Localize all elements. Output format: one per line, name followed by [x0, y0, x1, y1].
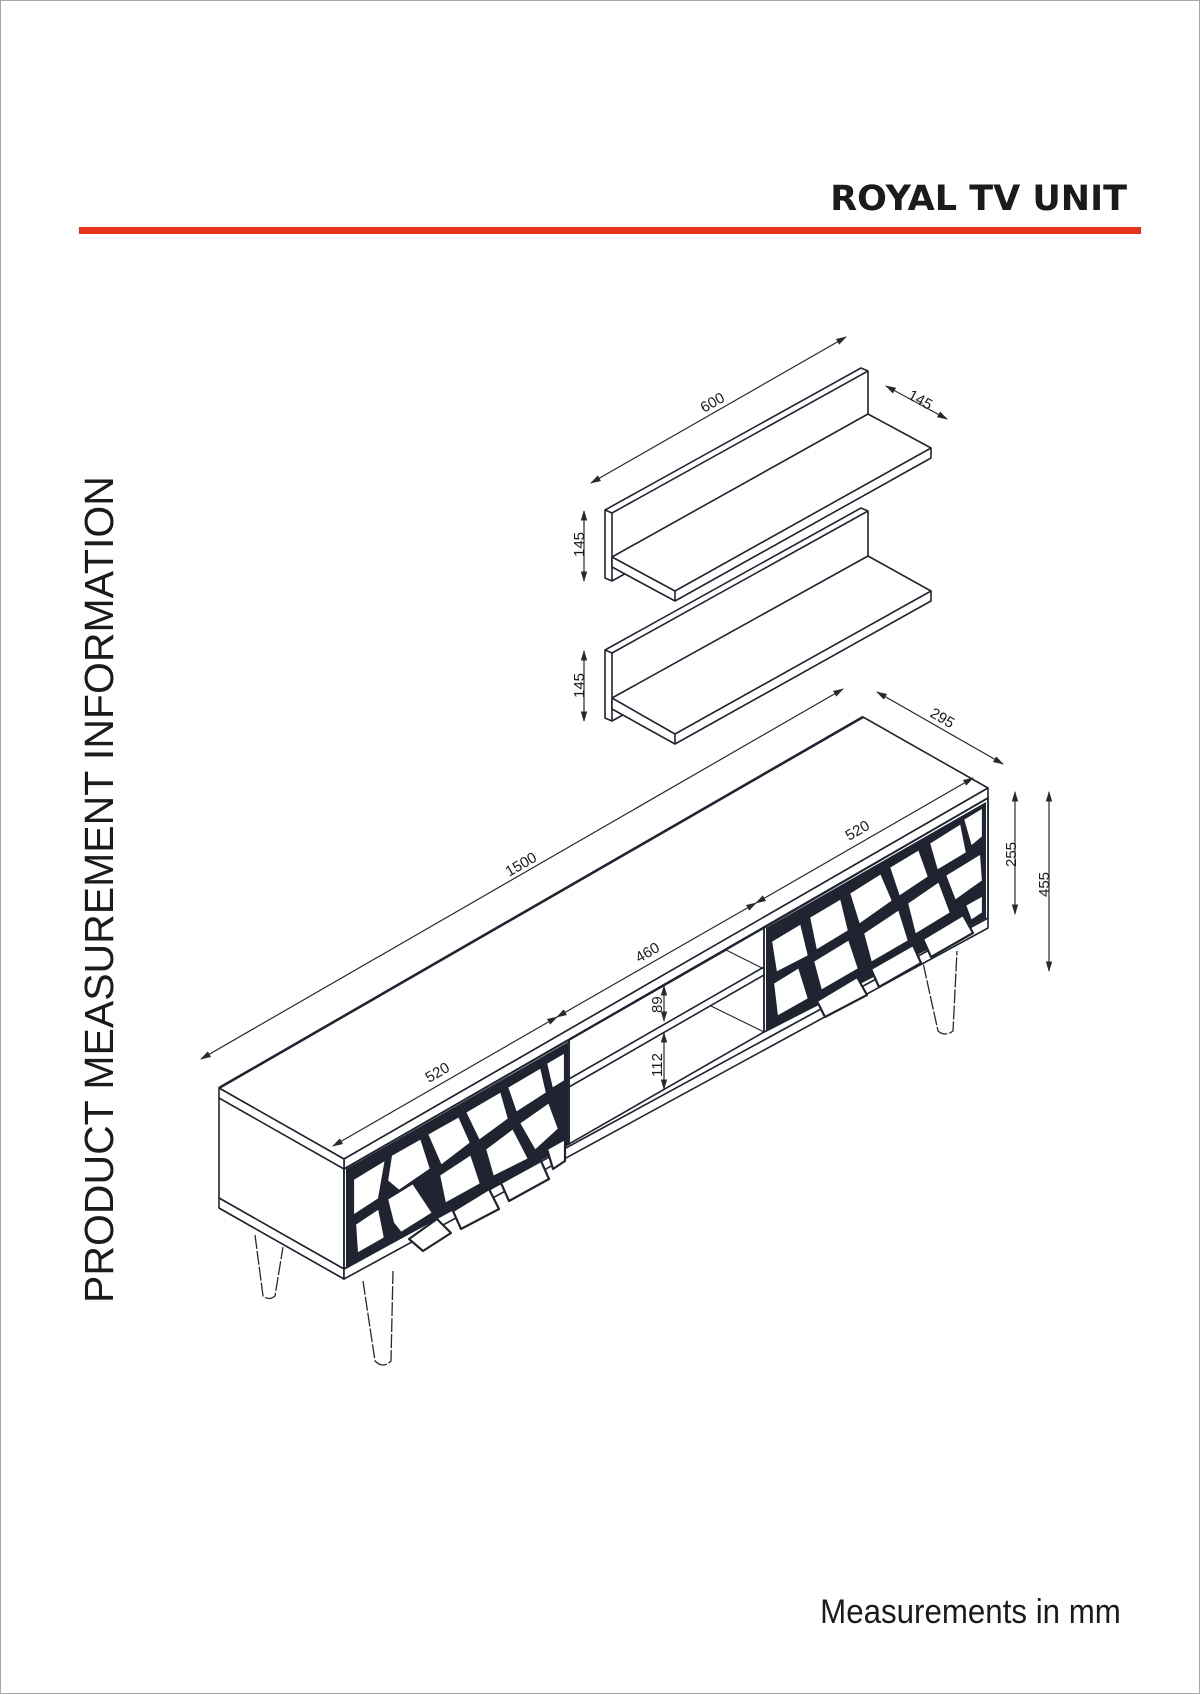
- back-right-leg: [919, 948, 958, 1035]
- wall-shelves-drawing: 600 145 145 145: [571, 336, 948, 745]
- unit-width-label: 1500: [503, 849, 540, 880]
- lower-compartment-label: 112: [649, 1053, 666, 1077]
- center-width-dimension: [556, 902, 757, 1018]
- upper-compartment-label: 89: [649, 996, 666, 1013]
- back-left-leg: [254, 1234, 284, 1300]
- page-title: ROYAL TV UNIT: [830, 179, 1127, 219]
- units-note: Measurements in mm: [820, 1593, 1121, 1631]
- unit-depth-label: 295: [927, 705, 957, 732]
- tv-unit-drawing: 89 112: [200, 688, 1053, 1366]
- body-height-label: 255: [1003, 842, 1020, 867]
- front-left-leg: [362, 1270, 394, 1366]
- upper-shelf-height-label: 145: [571, 532, 588, 557]
- unit-depth-dimension: [876, 691, 1004, 765]
- left-door-width-dimension: [332, 1016, 558, 1147]
- shelf-width-dimension: [590, 336, 847, 484]
- shelf-depth-dimension: [885, 385, 948, 420]
- lower-shelf-height-label: 145: [571, 673, 588, 698]
- total-height-label: 455: [1036, 872, 1053, 897]
- title-underline: [79, 227, 1141, 234]
- unit-width-dimension: [200, 688, 844, 1060]
- right-door-width-dimension: [755, 777, 974, 904]
- shelf-width-label: 600: [698, 389, 728, 416]
